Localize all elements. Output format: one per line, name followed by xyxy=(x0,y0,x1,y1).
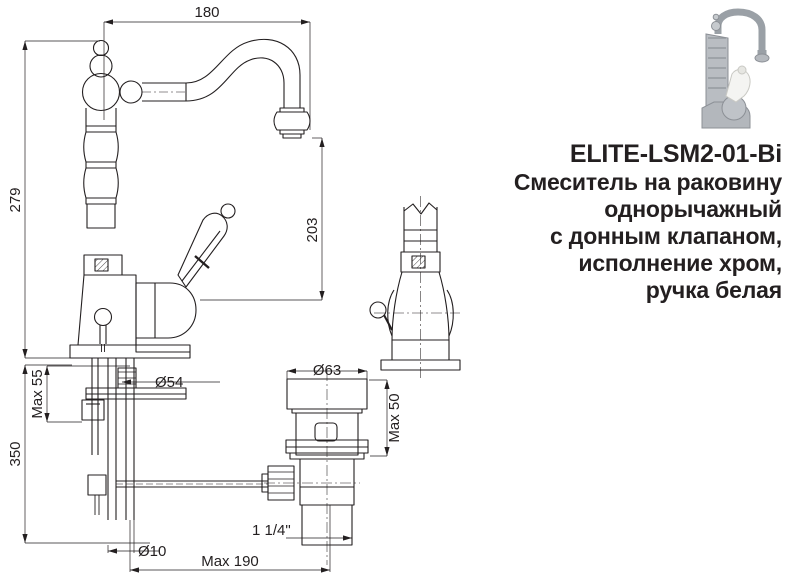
dimension-lines xyxy=(22,19,390,573)
dim-drop-length: 350 xyxy=(7,441,24,466)
dim-total-height: 279 xyxy=(7,187,24,212)
dimension-labels: 180 279 203 350 Max 55 Ø54 Ø10 Max 190 Ø… xyxy=(7,4,403,570)
product-description: Смеситель на раковину однорычажный с дон… xyxy=(452,169,782,304)
dim-spout-height: 203 xyxy=(304,217,321,242)
product-code: ELITE-LSM2-01-Bi xyxy=(569,140,782,168)
front-view-faucet xyxy=(69,38,311,520)
dim-rod-diameter: Ø10 xyxy=(138,543,166,560)
dim-drain-thread: 1 1/4" xyxy=(252,522,291,539)
dim-rod-max-length: Max 190 xyxy=(201,553,259,570)
side-view-faucet xyxy=(369,196,461,380)
dim-max-thickness: Max 55 xyxy=(29,369,46,418)
product-description-line-3: с донным клапаном, xyxy=(550,222,782,249)
product-description-line-2: однорычажный xyxy=(604,195,782,222)
product-info-block: ELITE-LSM2-01-Bi Смеситель на раковину о… xyxy=(452,140,782,304)
product-description-line-4: исполнение хром, xyxy=(578,249,782,276)
product-description-line-1: Смеситель на раковину xyxy=(513,169,782,195)
dim-base-diameter: Ø54 xyxy=(155,374,183,391)
drain-assembly-view xyxy=(261,370,369,565)
product-photo xyxy=(701,8,770,129)
product-description-line-5: ручка белая xyxy=(645,276,782,303)
dim-drain-cap-diameter: Ø63 xyxy=(313,362,341,379)
dim-spout-reach: 180 xyxy=(194,4,219,21)
dim-drain-max-depth: Max 50 xyxy=(386,393,403,442)
